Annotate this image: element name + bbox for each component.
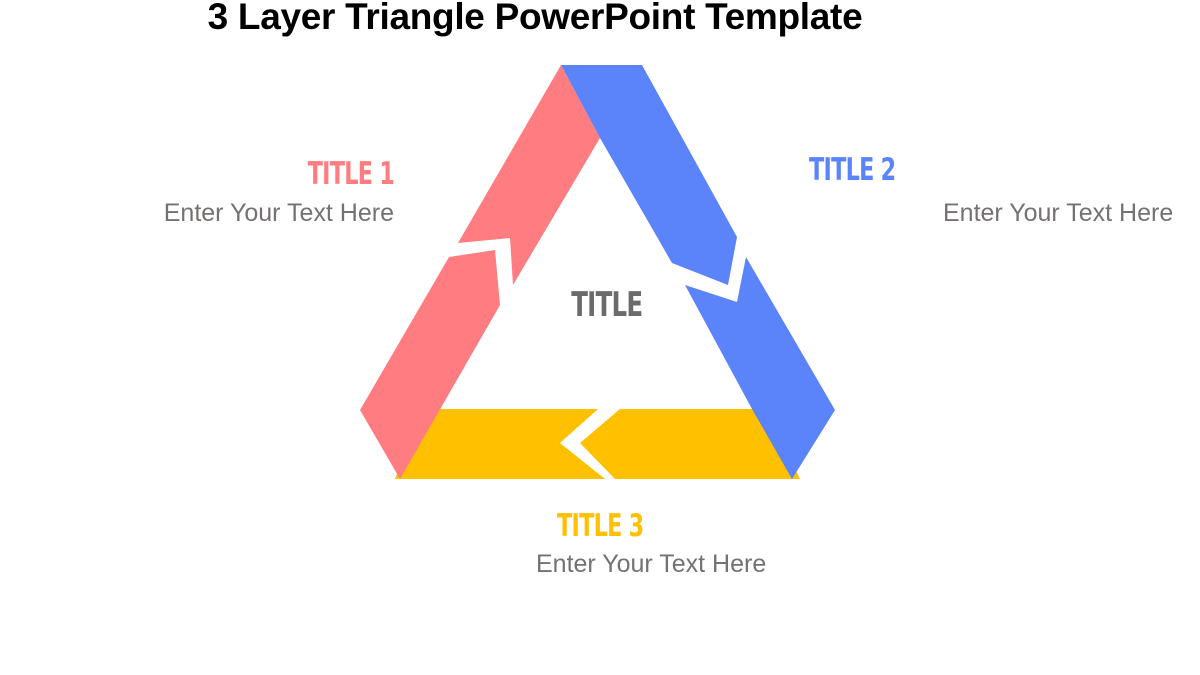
segment-1-title: TITLE 1: [307, 156, 395, 192]
segment-3-text: Enter Your Text Here: [536, 550, 767, 578]
segment-1-band: [360, 65, 600, 479]
segment-1-arrow-tail: [360, 250, 500, 479]
segment-2-arrow-tail: [685, 257, 835, 479]
segment-3-band: [395, 409, 800, 479]
segment-2-title: TITLE 2: [809, 152, 896, 188]
segment-2-arrow-head: [561, 65, 737, 285]
segment-1-arrow-head: [458, 65, 600, 285]
segment-2-band: [561, 65, 835, 479]
page-title: 3 Layer Triangle PowerPoint Template: [207, 0, 863, 37]
segment-2-text: Enter Your Text Here: [943, 199, 1174, 227]
segment-3-arrow-tail: [395, 409, 605, 479]
center-title: TITLE: [571, 285, 643, 325]
segment-3-arrow-head: [580, 409, 800, 479]
segment-3-title: TITLE 3: [557, 508, 644, 544]
segment-1-text: Enter Your Text Here: [163, 199, 394, 227]
